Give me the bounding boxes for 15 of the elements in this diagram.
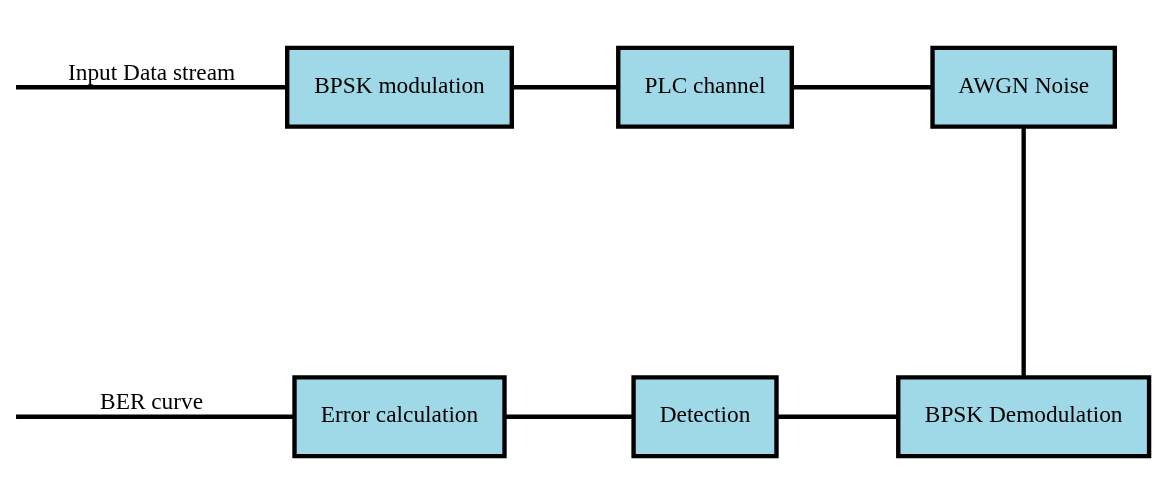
- connector: [791, 85, 933, 90]
- edge-label: Input Data stream: [68, 58, 236, 85]
- connector: [504, 414, 634, 419]
- edge-label: BER curve: [100, 388, 204, 415]
- node-box: Detection: [631, 375, 779, 459]
- node-box: AWGN Noise: [930, 45, 1117, 129]
- node-box: PLC channel: [616, 45, 794, 129]
- connector: [16, 414, 294, 419]
- connector: [16, 85, 287, 90]
- node-box: BPSK modulation: [285, 45, 514, 129]
- connector: [776, 414, 898, 419]
- connector: [511, 85, 619, 90]
- connector: [1021, 126, 1026, 377]
- node-box: Error calculation: [292, 375, 507, 459]
- node-box: BPSK Demodulation: [896, 375, 1152, 459]
